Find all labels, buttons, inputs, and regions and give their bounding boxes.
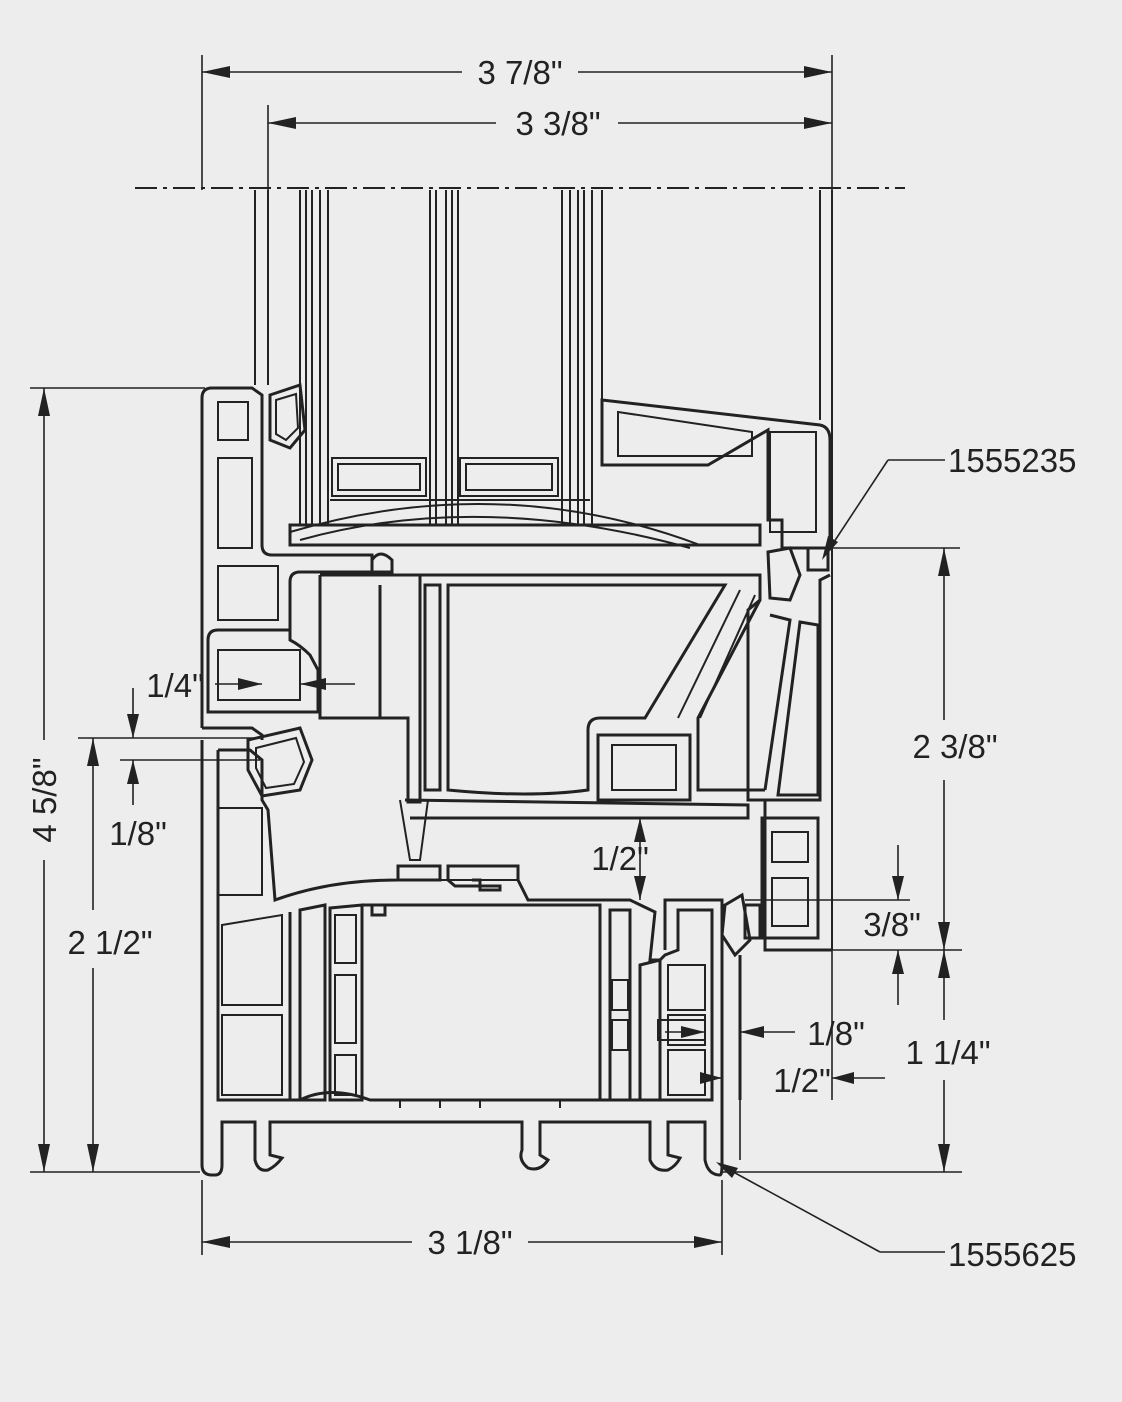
frame-step-label: 1 1/4" xyxy=(905,1034,990,1071)
sash-part-callout: 1555235 xyxy=(822,442,1076,560)
overall-width-label: 3 7/8" xyxy=(477,54,562,91)
sash-width-label: 3 3/8" xyxy=(515,105,600,142)
frame-height-label: 2 1/2" xyxy=(67,924,152,961)
overall-width-dimension: 3 7/8" xyxy=(201,54,833,190)
sash-profile xyxy=(200,382,832,958)
frame-width-dimension: 3 1/8" xyxy=(201,1180,723,1261)
frame-part-number: 1555625 xyxy=(948,1236,1076,1273)
insulated-glass-unit xyxy=(254,190,833,950)
sash-width-dimension: 3 3/8" xyxy=(267,105,832,190)
gasket-gap-label: 1/4" xyxy=(146,667,204,704)
overall-height-label: 4 5/8" xyxy=(26,757,63,842)
sash-lip-label: 3/8" xyxy=(863,906,921,943)
gasket-gap-dimension: 1/4" xyxy=(146,667,355,704)
sill-gap-dimension: 1/2" xyxy=(591,817,685,900)
sash-height-label: 2 3/8" xyxy=(912,728,997,765)
bottom-lip-dimension: 1/8" xyxy=(665,1015,865,1052)
frame-step-dimension: 1 1/4" xyxy=(722,950,991,1173)
bottom-gap-dimension: 1/2" xyxy=(700,950,885,1160)
sash-lip-dimension: 3/8" xyxy=(745,845,962,1005)
bottom-lip-label: 1/8" xyxy=(807,1015,865,1052)
sash-height-dimension: 2 3/8" xyxy=(830,547,998,950)
bottom-gap-label: 1/2" xyxy=(773,1062,831,1099)
overall-height-dimension: 4 5/8" xyxy=(26,387,205,1173)
sash-part-number: 1555235 xyxy=(948,442,1076,479)
sill-gap-label: 1/2" xyxy=(591,840,649,877)
frame-part-callout: 1555625 xyxy=(716,1162,1076,1273)
overlap-small-dimension: 1/8" xyxy=(109,688,260,852)
frame-width-label: 3 1/8" xyxy=(427,1224,512,1261)
frame-height-dimension: 2 1/2" xyxy=(67,737,260,1172)
overlap-small-label: 1/8" xyxy=(109,815,167,852)
frame-profile xyxy=(200,740,742,1177)
